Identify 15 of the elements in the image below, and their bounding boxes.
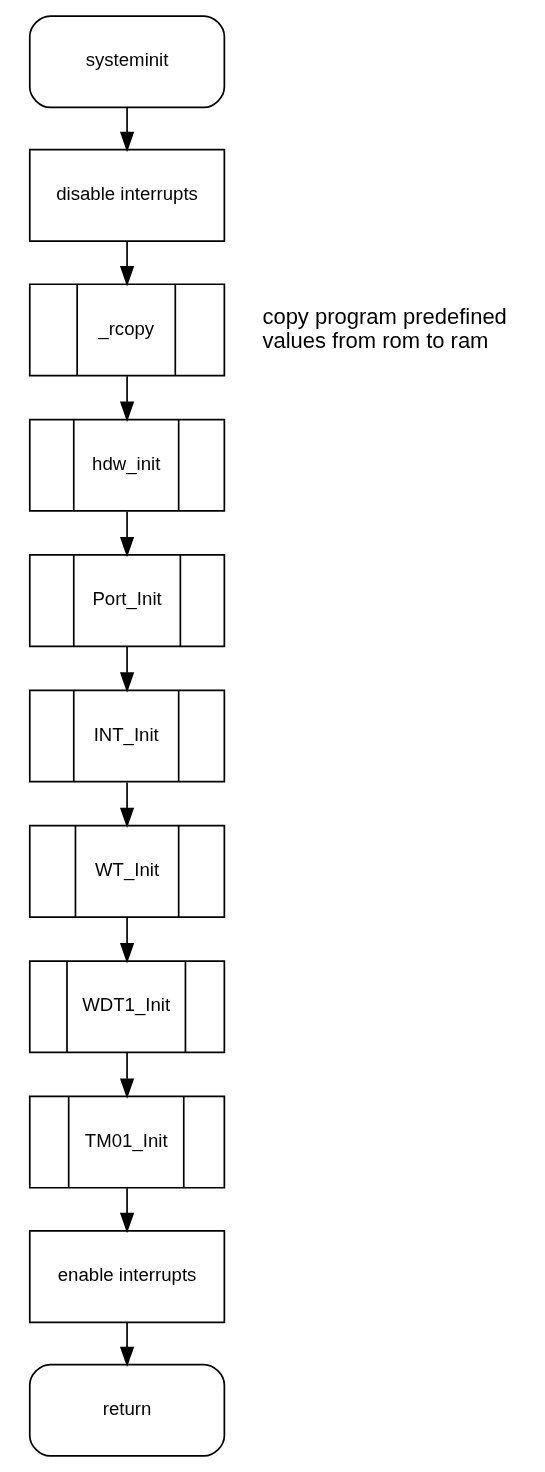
- arrow: [119, 375, 134, 422]
- arrow: [119, 240, 134, 287]
- node-box: systeminit: [28, 15, 225, 109]
- arrow: [119, 916, 134, 964]
- arrow: [119, 1052, 134, 1099]
- arrow: [119, 1187, 134, 1234]
- arrow: [119, 106, 134, 153]
- node-box: enable interrupts: [28, 1230, 225, 1324]
- arrow: [119, 781, 134, 829]
- node-label: copy program predefined values from rom to ram: [261, 303, 507, 353]
- arrow: [119, 510, 134, 558]
- node-box: disable interrupts: [28, 148, 225, 242]
- arrow: [119, 1321, 134, 1368]
- node-box: return: [28, 1363, 225, 1457]
- arrow: [119, 646, 134, 693]
